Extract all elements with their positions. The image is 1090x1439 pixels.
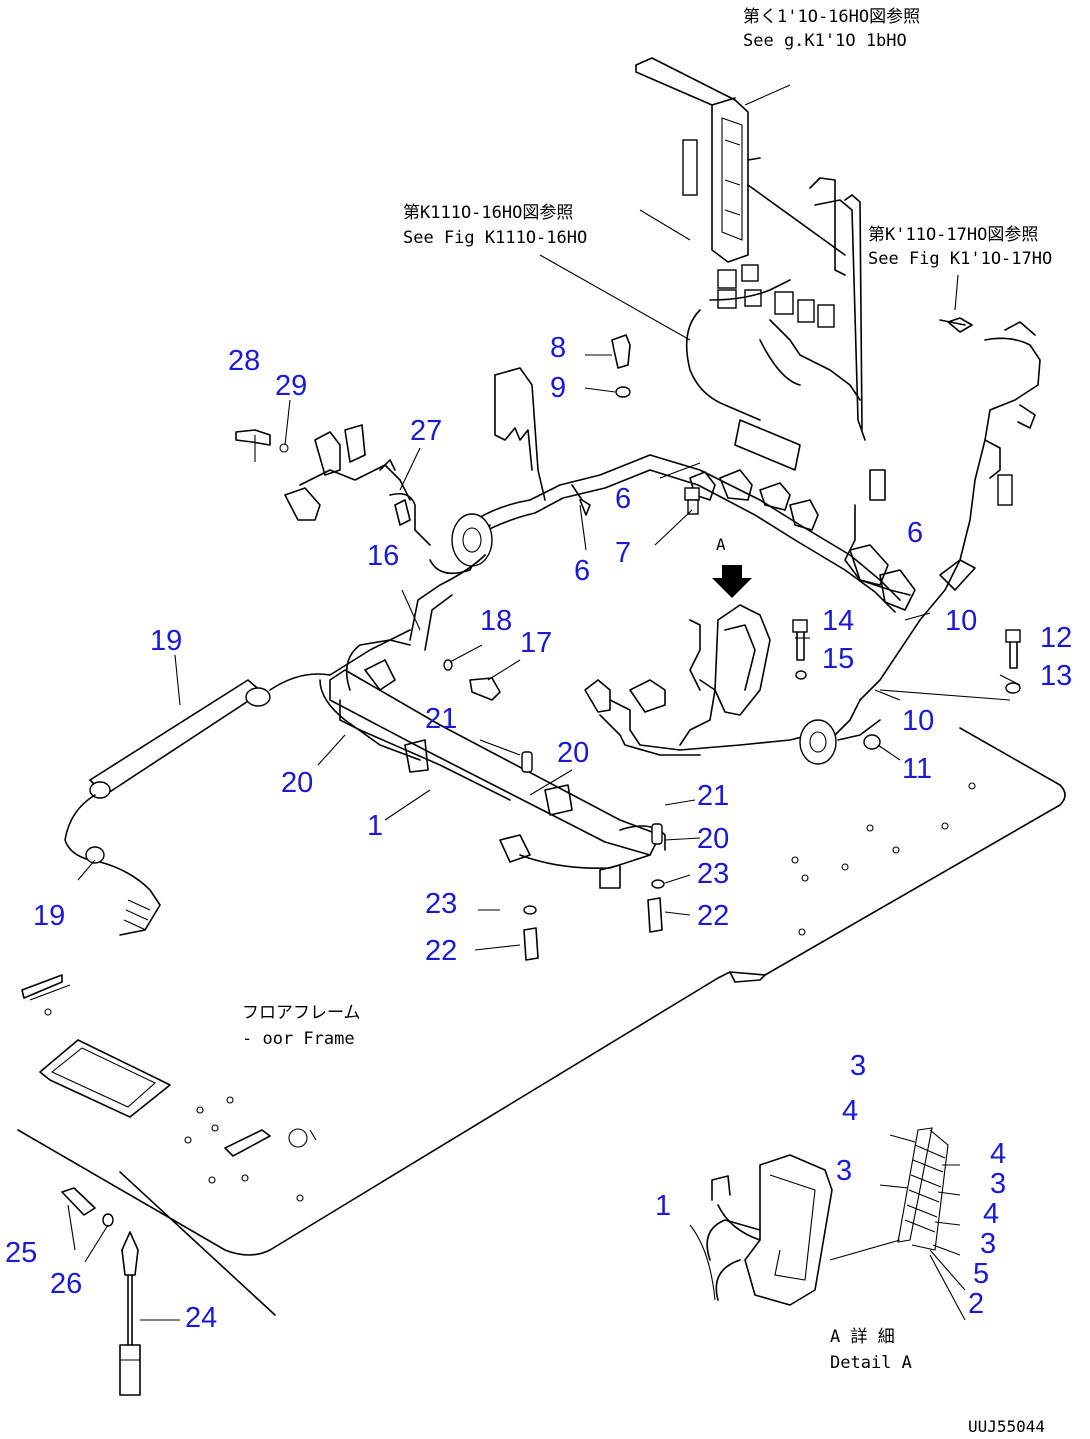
callout-16: 16 [367, 540, 399, 572]
controller-unit [635, 57, 866, 441]
callout-7: 7 [615, 537, 631, 569]
ref-16h0-mid-en: See Fig K111О-16HО [403, 228, 587, 248]
callout-6b: 6 [574, 555, 590, 587]
callout-24: 24 [185, 1302, 217, 1334]
ref-16h0-mid-jp: 第K111О-16HО図参照 [403, 203, 573, 223]
detail-callout-3d: 3 [980, 1228, 996, 1260]
ref-16h0-top-en: See g.K1'1О 1bHО [743, 31, 907, 51]
callout-1b: 1 [655, 1190, 671, 1222]
detail-callout-4a: 4 [842, 1095, 858, 1127]
callout-26: 26 [50, 1268, 82, 1300]
callout-19b: 19 [33, 900, 65, 932]
callout-14: 14 [822, 605, 854, 637]
frame-holes [44, 782, 976, 1202]
callout-19a: 19 [150, 625, 182, 657]
callout-6a: 6 [615, 483, 631, 515]
floor-frame-plate [17, 727, 1066, 1316]
detail-a-drawing [706, 1127, 966, 1321]
callout-6c: 6 [907, 517, 923, 549]
callout-20b: 20 [281, 767, 313, 799]
callout-22b: 22 [425, 935, 457, 967]
main-harness [474, 279, 916, 613]
callout-27: 27 [410, 415, 442, 447]
callout-25: 25 [5, 1237, 37, 1269]
view-arrow-a: A [712, 535, 752, 598]
callout-9: 9 [550, 372, 566, 404]
arrow-a-label: A [716, 535, 726, 554]
callout-18: 18 [480, 605, 512, 637]
fuse-block [897, 1127, 949, 1251]
callout-22a: 22 [697, 900, 729, 932]
harness-19 [64, 629, 411, 936]
detail-callout-3b: 3 [836, 1155, 852, 1187]
callout-13: 13 [1040, 660, 1072, 692]
callout-10a: 10 [945, 605, 977, 637]
detail-callout-3c: 3 [990, 1168, 1006, 1200]
leader-lines [67, 84, 1021, 1321]
callout-17: 17 [520, 627, 552, 659]
harness-bracket-1 [319, 639, 666, 889]
front-harness [584, 604, 881, 765]
detail-callout-2: 2 [968, 1288, 984, 1320]
callout-10b: 10 [902, 705, 934, 737]
reference-notes: 第く1'1О-16HО図参照 See g.K1'1О 1bHО 第K111О-1… [242, 7, 1052, 1436]
callout-23b: 23 [425, 888, 457, 920]
floor-frame-label-en: - oor Frame [242, 1029, 355, 1049]
floor-frame-label-jp: フロアフレーム [242, 1003, 361, 1023]
callout-23a: 23 [697, 858, 729, 890]
detail-a-label-jp: A 詳 細 [830, 1327, 895, 1347]
detail-callout-4c: 4 [983, 1198, 999, 1230]
callout-21a: 21 [425, 703, 457, 735]
left-harness [235, 424, 493, 651]
detail-a-label-en: Detail A [830, 1353, 912, 1373]
callout-1a: 1 [367, 810, 383, 842]
callout-28: 28 [228, 345, 260, 377]
callout-12: 12 [1040, 622, 1072, 654]
fasteners [61, 334, 1021, 1396]
callout-15: 15 [822, 643, 854, 675]
detail-callout-4b: 4 [990, 1138, 1006, 1170]
callouts: 28 29 27 8 9 6 6 6 7 16 18 17 19 19 21 2… [5, 332, 1072, 1334]
callout-20a: 20 [557, 737, 589, 769]
callout-20c: 20 [697, 823, 729, 855]
callout-21b: 21 [697, 780, 729, 812]
callout-29: 29 [275, 370, 307, 402]
ref-17h0-en: See Fig K1'1О-17HО [868, 249, 1052, 269]
callout-8: 8 [550, 332, 566, 364]
callout-11: 11 [902, 753, 932, 785]
ref-17h0-jp: 第K'11О-17HО図参照 [868, 225, 1038, 245]
drawing-code: UUJ55044 [968, 1417, 1045, 1436]
right-harness-branch [834, 317, 1041, 736]
detail-callout-3a: 3 [850, 1050, 866, 1082]
detail-callout-5: 5 [973, 1258, 989, 1290]
ref-16h0-top-jp: 第く1'1О-16HО図参照 [743, 7, 920, 27]
